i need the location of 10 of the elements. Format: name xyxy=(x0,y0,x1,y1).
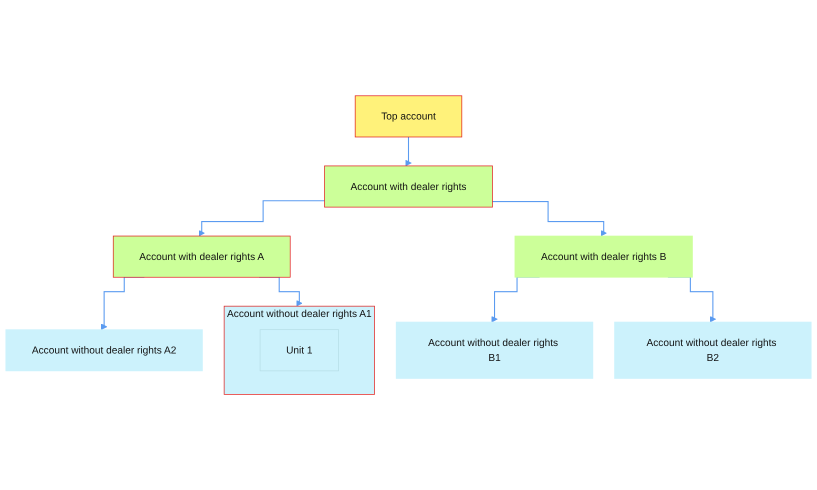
node-box: Account with dealer rights B xyxy=(514,236,693,278)
node-box: Account with dealer rights xyxy=(324,165,493,208)
node-box: Top account xyxy=(354,95,462,138)
node-box: Account without dealer rights B2 xyxy=(614,322,812,379)
arrow xyxy=(492,200,607,236)
arrow xyxy=(198,200,325,236)
node-box: Account with dealer rights A xyxy=(112,236,291,278)
node-box: Account without dealer rights A2 xyxy=(5,329,203,372)
node-box: Account without dealer rights B1 xyxy=(396,322,594,379)
arrow xyxy=(405,136,412,166)
